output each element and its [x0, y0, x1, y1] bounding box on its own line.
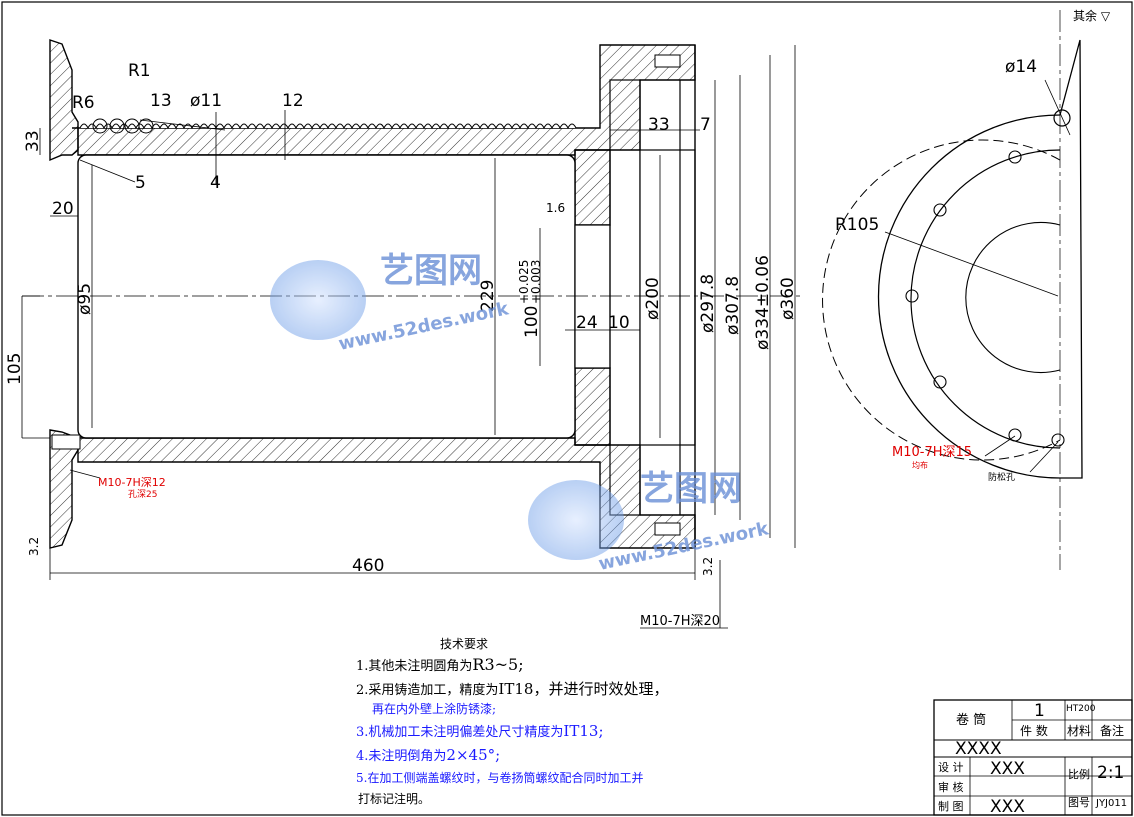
thread-left-sub: 孔深25	[128, 489, 157, 500]
col-note: 备注	[1100, 723, 1124, 738]
left-flange-lower	[49, 429, 79, 549]
dim-phi95: ø95	[75, 283, 95, 315]
spigot	[639, 149, 696, 446]
dim-33b: 33	[648, 115, 670, 135]
part-name: 卷 筒	[956, 712, 986, 728]
tech-heading: 技术要求	[440, 637, 488, 651]
dim-7: 7	[700, 115, 711, 135]
ra-3-2-right: 3.2	[701, 557, 715, 576]
material: HT200	[1066, 704, 1096, 714]
end-view	[822, 10, 1083, 570]
dim-r6: R6	[72, 93, 95, 113]
pin-hole-label: 防松孔	[988, 471, 1015, 483]
dim-105: 105	[5, 353, 25, 385]
drawing-no-label: 图号	[1068, 796, 1090, 809]
ra-1-6: 1.6	[546, 201, 565, 215]
thread-callouts: M10-7H深12 孔深25 M10-7H深20	[98, 476, 728, 629]
dim-4: 4	[210, 173, 221, 193]
dimension-labels: R1 R6 13 ø11 12 33 5 4 20 ø95 229 100 +0…	[5, 61, 798, 576]
dim-r1: R1	[128, 61, 151, 81]
dim-100-upper: +0.025	[517, 260, 531, 304]
dim-phi297: ø297.8	[698, 274, 718, 333]
roughness-note: 其余 ▽	[1073, 8, 1111, 23]
tech-requirements: 技术要求 1.其他未注明圆角为R3~5; 2.采用铸造加工，精度为IT18，并进…	[356, 637, 668, 806]
drawing-no: JYJ011	[1095, 798, 1127, 809]
review-label: 审 核	[938, 780, 964, 794]
svg-text:打标记注明。: 打标记注明。	[358, 791, 430, 806]
section-view	[22, 39, 800, 549]
draw-label: 制 图	[938, 800, 964, 813]
section-dimensions	[21, 45, 796, 580]
svg-text:1.其他未注明圆角为R3~5;: 1.其他未注明圆角为R3~5;	[356, 655, 524, 674]
dim-24: 24	[576, 313, 598, 333]
dim-phi11: ø11	[190, 91, 222, 111]
rope-grooves	[79, 123, 577, 130]
col-material: 材料	[1067, 724, 1091, 738]
right-hub	[574, 149, 611, 226]
thread-left: M10-7H深12	[98, 476, 166, 489]
dim-229: 229	[478, 280, 498, 312]
dim-33: 33	[23, 130, 43, 152]
dim-13: 13	[150, 91, 172, 111]
dim-460: 460	[352, 556, 384, 576]
svg-text:5.在加工侧端盖螺纹时，与卷扬筒螺纹配合同时加工并: 5.在加工侧端盖螺纹时，与卷扬筒螺纹配合同时加工并	[356, 770, 643, 785]
watermark-brand: 艺图网	[640, 469, 742, 509]
design-label: 设 计	[938, 761, 964, 774]
dim-12: 12	[282, 91, 304, 111]
draw-name: XXX	[990, 797, 1025, 817]
svg-text:2.采用铸造加工，精度为IT18，并进行时效处理，: 2.采用铸造加工，精度为IT18，并进行时效处理，	[356, 680, 668, 698]
thread-bottom: M10-7H深20	[640, 614, 720, 629]
scale-value: 2:1	[1097, 763, 1124, 783]
hub-bore	[574, 224, 611, 369]
dim-phi334: ø334±0.06	[753, 255, 773, 350]
dim-100-lower: +0.003	[529, 260, 543, 304]
watermark-brand: 艺图网	[380, 251, 482, 291]
svg-text:4.未注明倒角为2×45°;: 4.未注明倒角为2×45°;	[356, 746, 500, 764]
design-name: XXX	[990, 759, 1025, 779]
dim-20: 20	[52, 199, 74, 219]
scale-label: 比例	[1068, 767, 1090, 781]
watermark-globe-icon	[528, 480, 624, 560]
title-block-text: 卷 筒 1 HT200 件 数 材料 备注 XXXX 设 计 XXX 审 核 制…	[938, 701, 1127, 817]
dim-phi200: ø200	[643, 277, 663, 320]
dim-10: 10	[608, 313, 630, 333]
right-hub-lower	[574, 367, 611, 446]
end-view-labels: 其余 ▽ ø14 R105 M10-7H深15 均布 防松孔	[835, 8, 1111, 483]
svg-text:再在内外壁上涂防锈漆;: 再在内外壁上涂防锈漆;	[372, 701, 496, 716]
dim-100: 100	[522, 306, 542, 338]
title-block	[933, 699, 1133, 816]
dim-phi14: ø14	[1005, 57, 1037, 77]
dim-phi360: ø360	[778, 277, 798, 320]
thread-right: M10-7H深15	[892, 445, 972, 460]
groove-circles	[92, 118, 154, 134]
ra-3-2-left: 3.2	[27, 537, 41, 556]
part-qty: 1	[1034, 701, 1045, 721]
company: XXXX	[955, 739, 1002, 759]
watermark-globe-icon	[270, 260, 366, 340]
thread-right-sub: 均布	[912, 460, 928, 470]
dim-5: 5	[135, 173, 146, 193]
dim-phi307: ø307.8	[723, 276, 743, 335]
col-qty: 件 数	[1020, 723, 1048, 738]
svg-text:3.机械加工未注明偏差处尺寸精度为IT13;: 3.机械加工未注明偏差处尺寸精度为IT13;	[356, 722, 604, 740]
dim-r105: R105	[835, 215, 879, 235]
